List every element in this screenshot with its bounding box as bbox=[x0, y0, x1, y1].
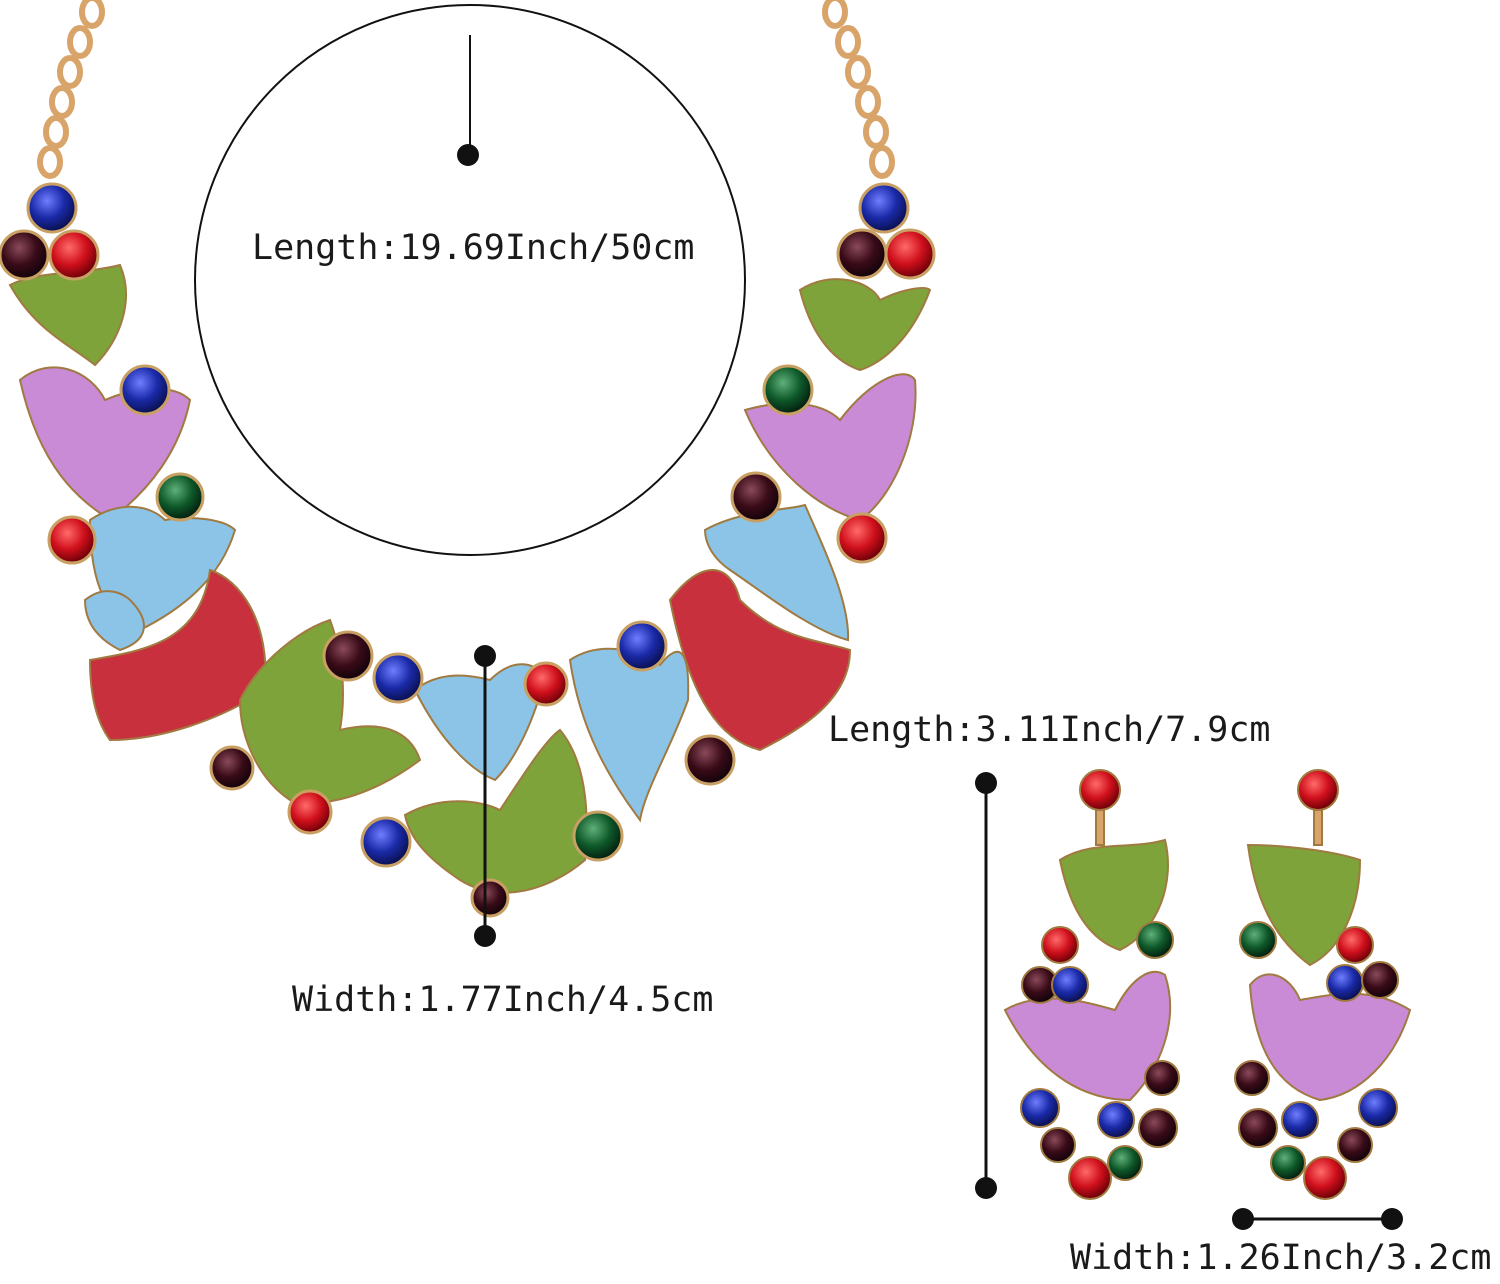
earring-length-dot-bottom bbox=[975, 1177, 997, 1199]
necklace-length-dot bbox=[457, 144, 479, 166]
earring-right bbox=[1234, 769, 1412, 1200]
necklace-gems bbox=[0, 182, 936, 918]
earring-width-dot-right bbox=[1381, 1208, 1403, 1230]
necklace-length-guide bbox=[194, 4, 746, 556]
earring-width-dot-left bbox=[1232, 1208, 1254, 1230]
earring-width-label: Width:1.26Inch/3.2cm bbox=[1070, 1238, 1492, 1278]
necklace-length-label: Length:19.69Inch/50cm bbox=[252, 228, 695, 268]
necklace-butterflies bbox=[8, 263, 932, 894]
necklace-width-dot-top bbox=[474, 645, 496, 667]
earring-length-label: Length:3.11Inch/7.9cm bbox=[828, 710, 1271, 750]
earring-length-dot-top bbox=[975, 772, 997, 794]
necklace-width-dot-bottom bbox=[474, 925, 496, 947]
necklace-chain-right bbox=[822, 0, 895, 179]
necklace-width-label: Width:1.77Inch/4.5cm bbox=[292, 980, 714, 1020]
earring-left bbox=[1003, 769, 1180, 1200]
necklace-chain-left bbox=[37, 0, 105, 179]
